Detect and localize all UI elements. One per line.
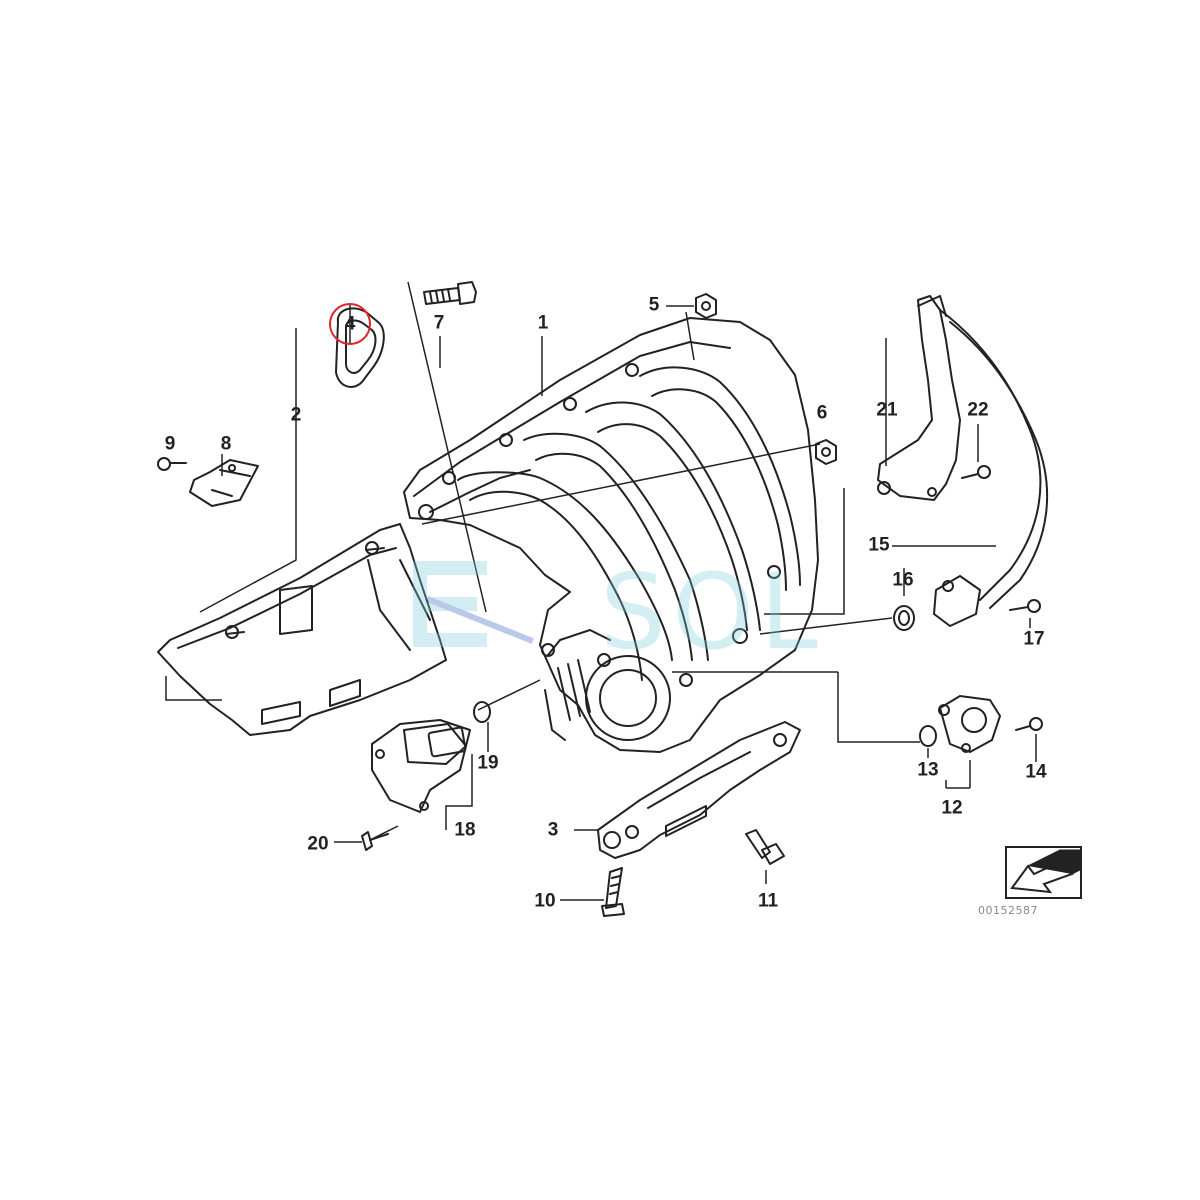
bolt-part-11 (745, 829, 785, 865)
part-label-7: 7 (433, 312, 445, 334)
valve-part-18 (371, 719, 471, 813)
part-label-3: 3 (547, 819, 559, 841)
highlight-circle (329, 303, 371, 345)
nut-part-5 (695, 293, 717, 319)
part-label-6: 6 (816, 402, 828, 424)
watermark-logo (413, 561, 534, 647)
part-label-14: 14 (1025, 761, 1047, 783)
screw-part-22 (961, 465, 991, 479)
heat-shield-bracket-part (157, 523, 447, 736)
part-label-2: 2 (290, 404, 302, 426)
part-label-4: 4 (344, 313, 356, 335)
bolt-part-10 (601, 867, 625, 917)
part-label-15: 15 (868, 534, 890, 556)
view-direction-arrow-icon (1005, 846, 1082, 899)
part-label-10: 10 (534, 890, 556, 912)
bolt-part-20 (361, 831, 389, 851)
part-label-5: 5 (648, 294, 660, 316)
part-label-11: 11 (757, 890, 779, 912)
clip-part-8 (189, 459, 259, 507)
screw-part-14 (1015, 717, 1043, 731)
part-label-1: 1 (537, 312, 549, 334)
part-label-22: 22 (967, 399, 989, 421)
o-ring-part-19 (473, 701, 491, 723)
screw-part-17 (1009, 599, 1041, 613)
part-label-16: 16 (892, 569, 914, 591)
bracket-part-21 (877, 295, 961, 501)
gasket-part (335, 307, 385, 388)
intake-manifold-part (403, 317, 819, 753)
part-label-13: 13 (917, 759, 939, 781)
sensor-part-12 (938, 695, 1001, 753)
diagram-reference-number: 00152587 (978, 904, 1038, 917)
o-ring-part-16 (893, 605, 915, 631)
part-label-18: 18 (454, 819, 476, 841)
part-label-20: 20 (307, 833, 329, 855)
part-label-19: 19 (477, 752, 499, 774)
leader-lines (165, 281, 1037, 901)
support-bracket-part (597, 721, 801, 859)
part-label-9: 9 (164, 433, 176, 455)
o-ring-part-13 (919, 725, 937, 747)
hose-part-15 (917, 295, 1049, 627)
screw-part-9 (157, 457, 187, 471)
bolt-part-7 (423, 281, 477, 305)
part-label-8: 8 (220, 433, 232, 455)
part-label-21: 21 (876, 399, 898, 421)
part-label-12: 12 (941, 797, 963, 819)
watermark-text: SOL (600, 551, 824, 673)
nut-part-6 (815, 439, 837, 465)
part-label-17: 17 (1023, 628, 1045, 650)
